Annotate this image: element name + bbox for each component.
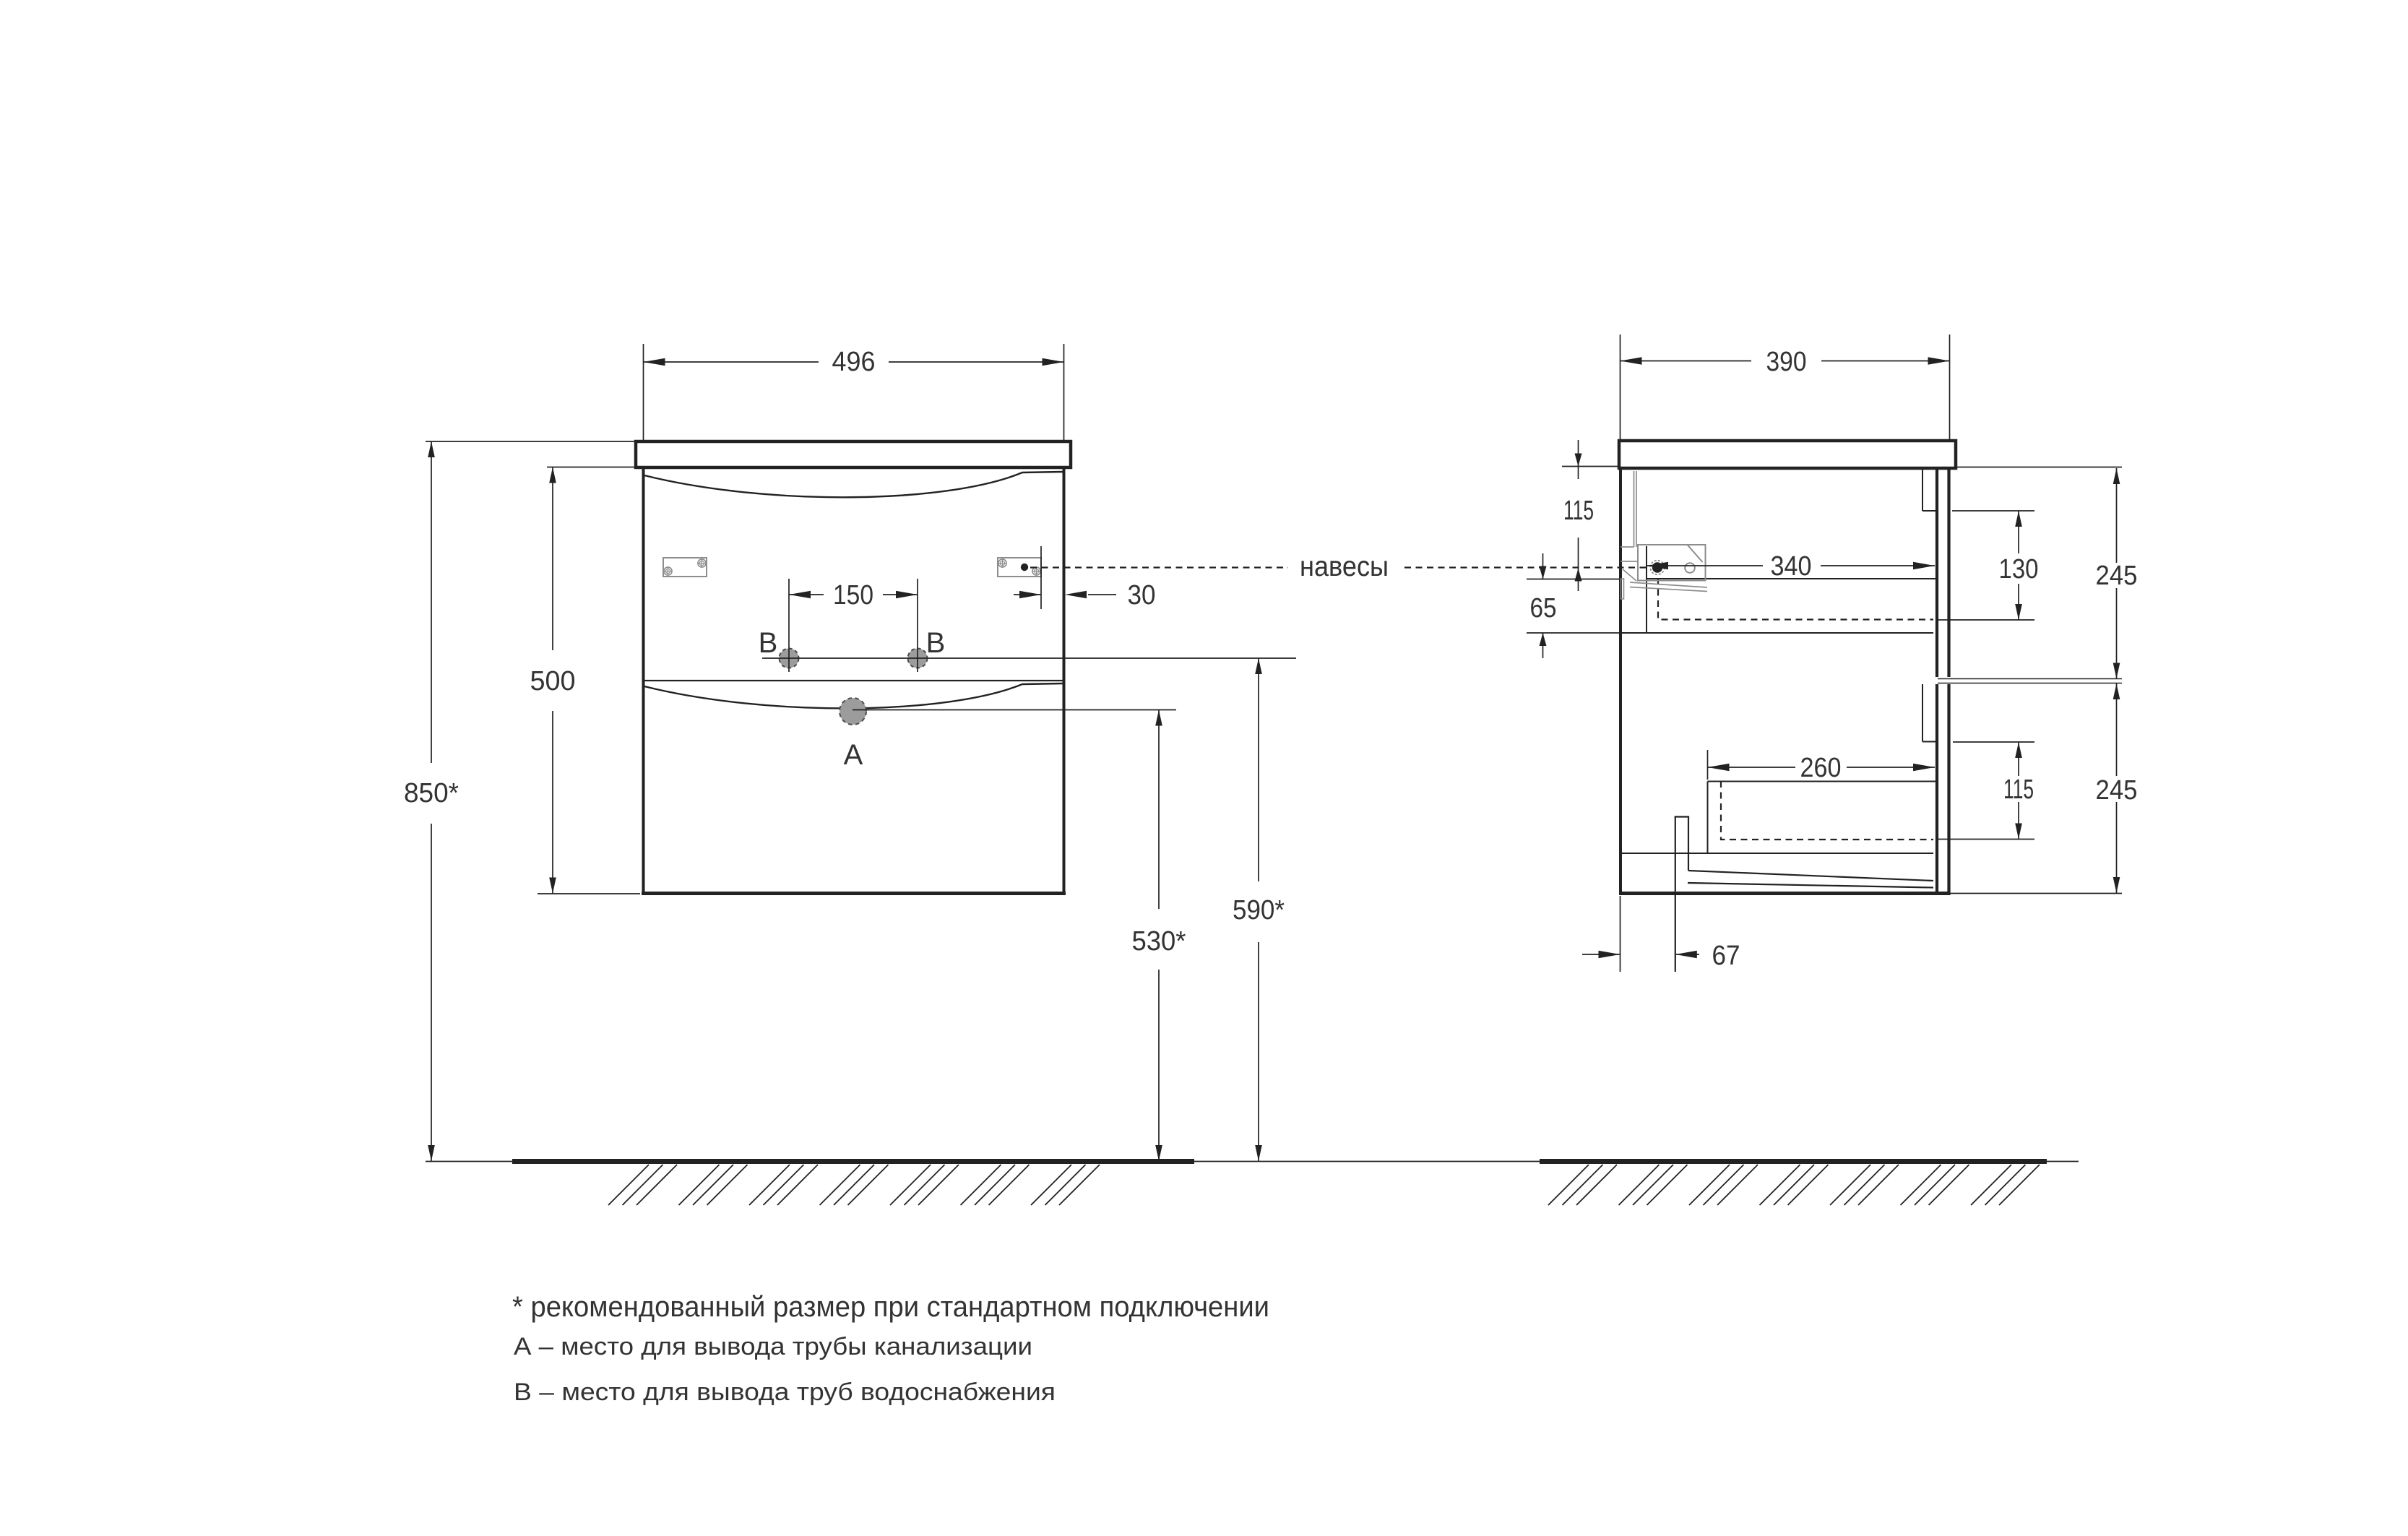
svg-text:500: 500: [530, 666, 576, 696]
svg-text:115: 115: [1563, 496, 1594, 526]
svg-text:30: 30: [1128, 580, 1156, 610]
svg-text:245: 245: [2096, 561, 2138, 591]
svg-text:А – место для вывода трубы кан: А – место для вывода трубы канализации: [514, 1333, 1032, 1360]
svg-text:150: 150: [833, 580, 873, 610]
svg-text:496: 496: [832, 347, 876, 377]
svg-text:260: 260: [1800, 753, 1842, 783]
svg-text:340: 340: [1771, 551, 1812, 582]
svg-text:В – место для вывода труб водо: В – место для вывода труб водоснабжения: [514, 1378, 1056, 1406]
svg-text:130: 130: [1999, 554, 2039, 584]
svg-text:* рекомендованный размер при с: * рекомендованный размер при стандартном…: [512, 1291, 1269, 1323]
svg-text:850*: 850*: [404, 778, 459, 808]
svg-text:245: 245: [2096, 775, 2138, 806]
svg-text:67: 67: [1712, 941, 1740, 971]
svg-text:590*: 590*: [1233, 895, 1285, 926]
svg-text:530*: 530*: [1132, 926, 1186, 957]
svg-text:А: А: [844, 739, 863, 771]
svg-text:115: 115: [2003, 775, 2034, 805]
svg-text:навесы: навесы: [1300, 551, 1389, 582]
svg-text:65: 65: [1530, 593, 1557, 624]
svg-text:390: 390: [1766, 347, 1807, 377]
svg-text:В: В: [759, 627, 778, 659]
svg-text:В: В: [926, 627, 946, 659]
